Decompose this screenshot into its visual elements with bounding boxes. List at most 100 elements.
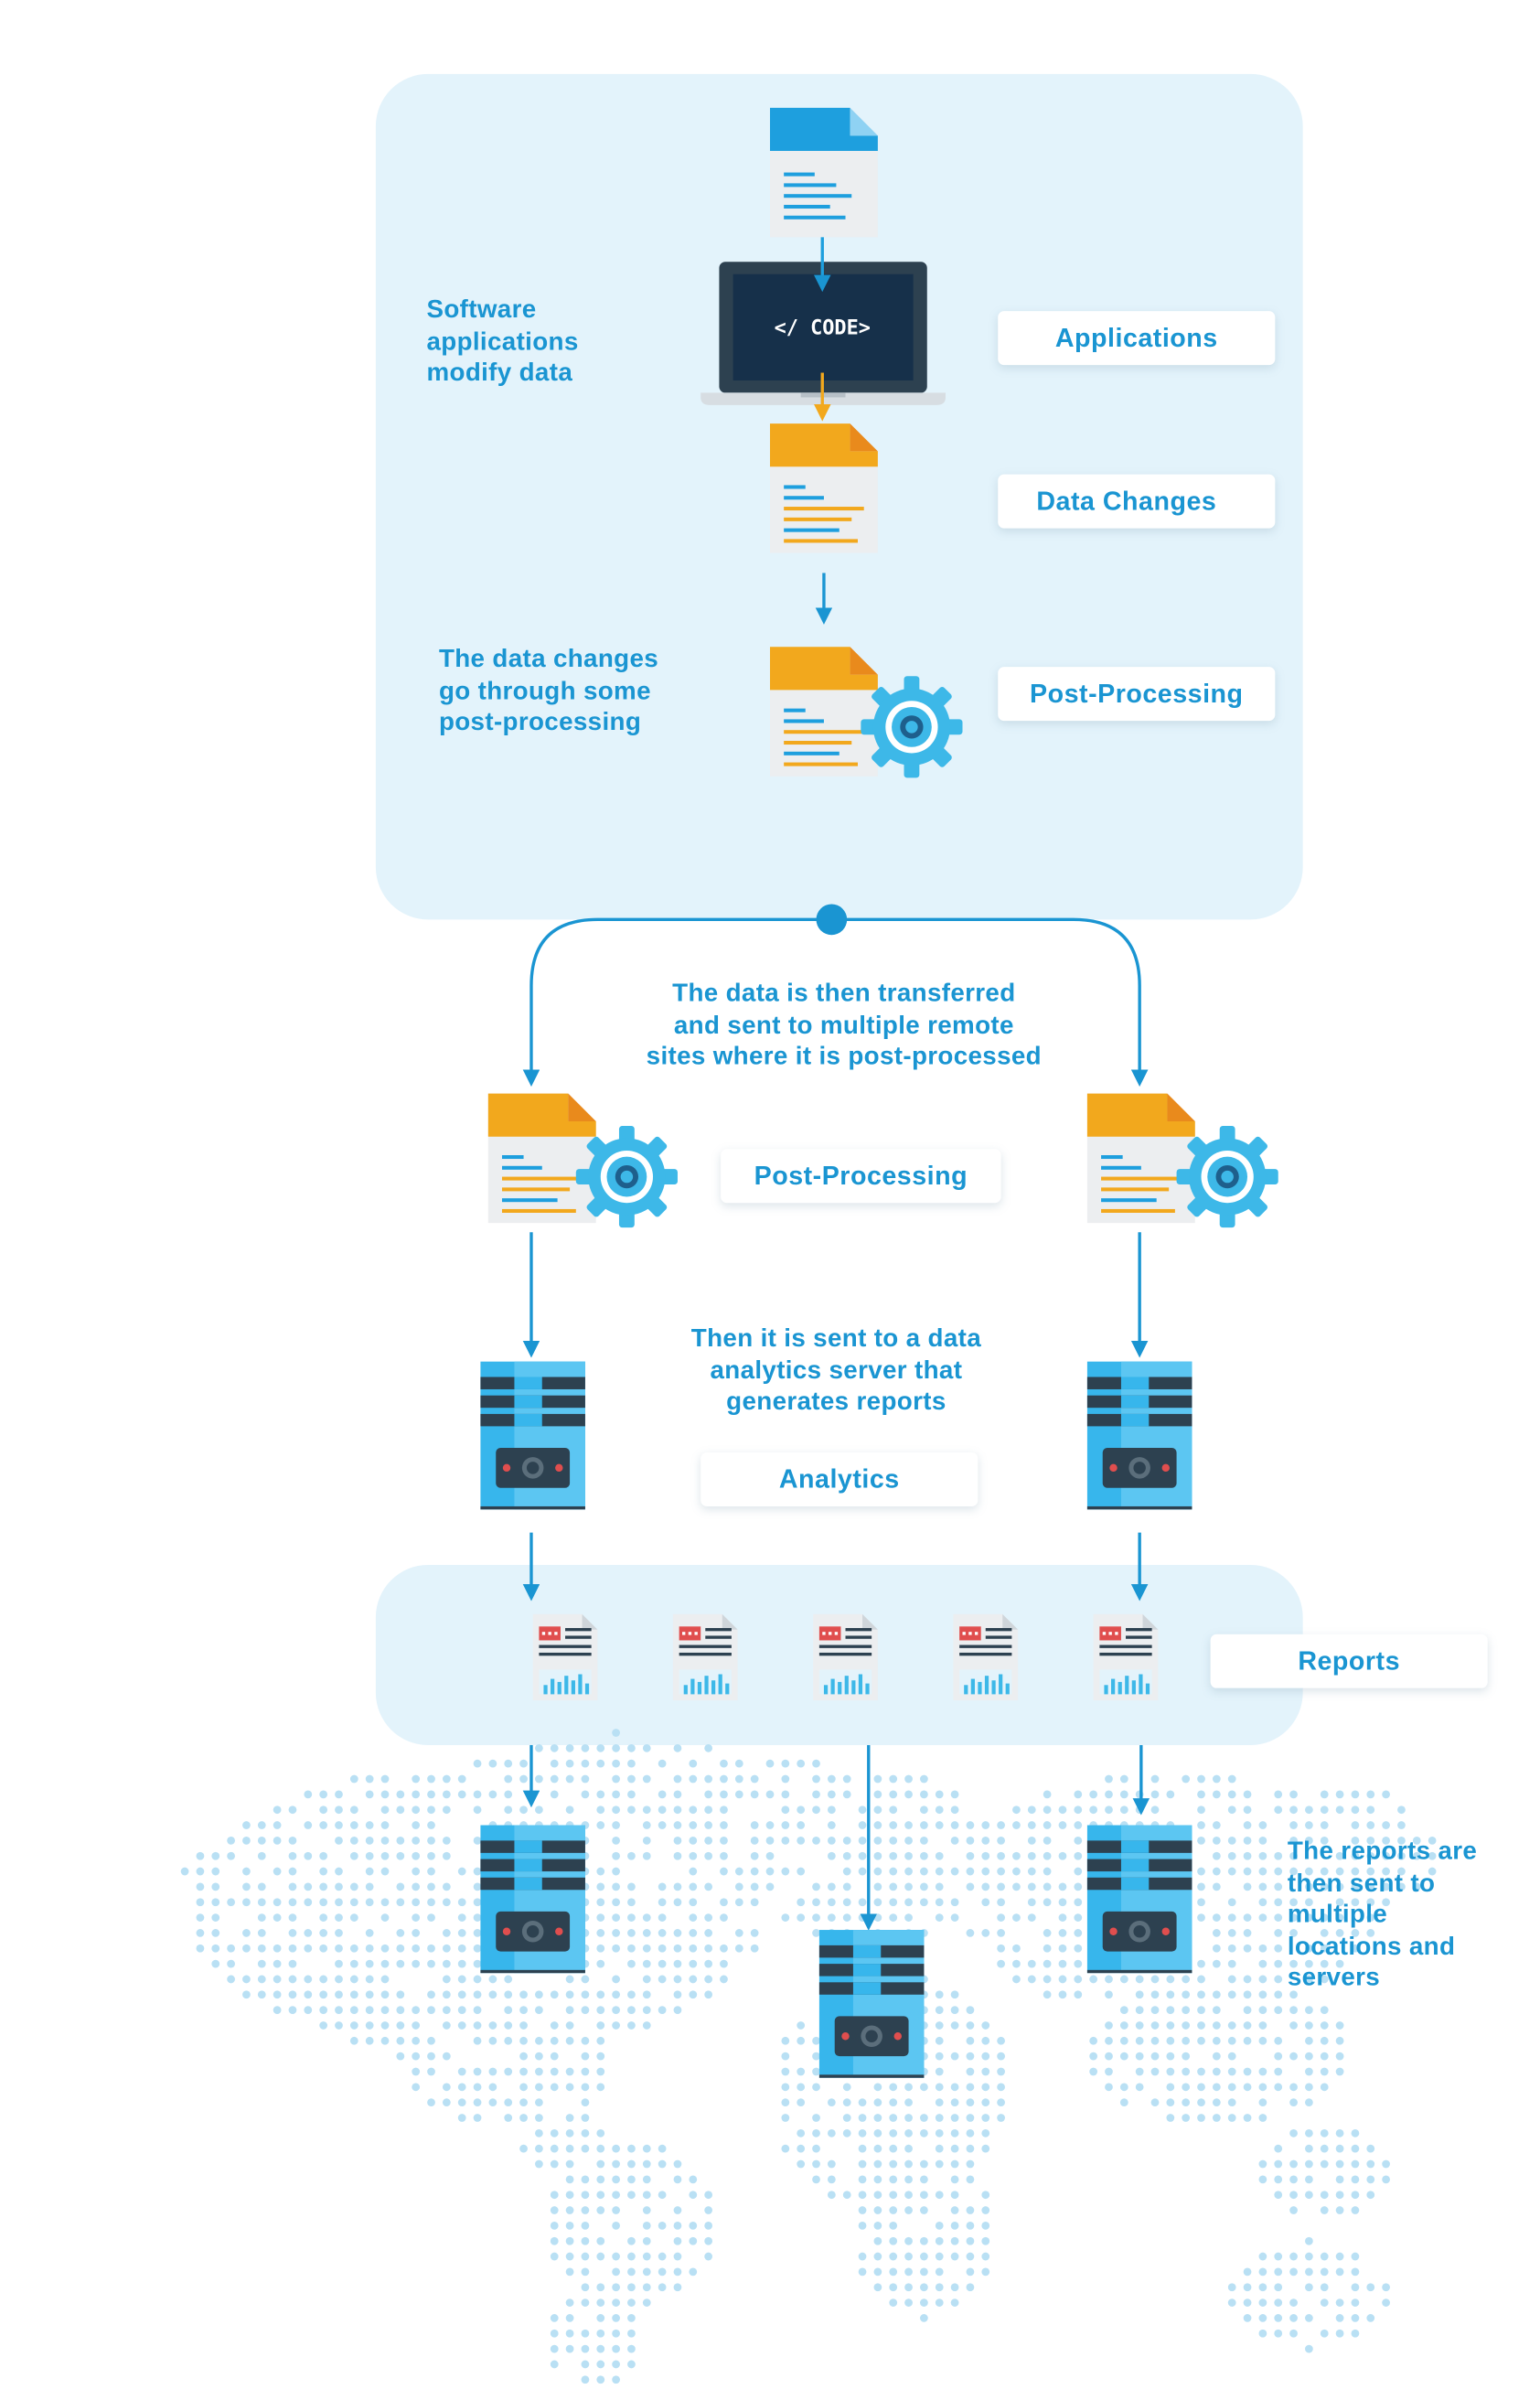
map-dot xyxy=(535,1990,543,1999)
map-dot xyxy=(673,2222,682,2230)
map-dot xyxy=(581,2222,590,2230)
map-dot xyxy=(873,2144,882,2153)
map-dot xyxy=(319,1867,328,1876)
map-dot xyxy=(596,1867,605,1876)
map-dot xyxy=(581,1990,590,1999)
map-dot xyxy=(596,2191,605,2200)
map-dot xyxy=(581,2036,590,2045)
map-dot xyxy=(612,1975,620,1984)
report-document-icon xyxy=(672,1613,738,1701)
map-dot xyxy=(966,2206,975,2214)
map-dot xyxy=(612,1837,620,1845)
map-dot xyxy=(519,2067,528,2076)
map-dot xyxy=(335,2021,343,2030)
map-dot xyxy=(1366,2175,1375,2184)
map-dot xyxy=(1382,1867,1390,1876)
map-dot xyxy=(689,1929,698,1937)
map-dot xyxy=(380,1867,390,1876)
map-dot xyxy=(1058,1882,1067,1891)
map-dot xyxy=(642,2021,651,2030)
map-dot xyxy=(858,1851,867,1860)
map-dot xyxy=(535,2052,543,2061)
map-dot xyxy=(1305,2006,1313,2014)
map-dot xyxy=(981,1929,990,1937)
map-dot xyxy=(319,1944,328,1953)
map-dot xyxy=(596,2375,605,2384)
map-dot xyxy=(304,1882,313,1891)
map-dot xyxy=(797,2098,806,2107)
map-dot xyxy=(673,1990,682,1999)
map-dot xyxy=(304,1898,313,1907)
map-dot xyxy=(981,2067,990,2076)
map-dot xyxy=(734,1944,743,1953)
map-dot xyxy=(565,2067,574,2076)
map-dot xyxy=(473,1929,482,1937)
map-dot xyxy=(396,1898,405,1907)
map-dot xyxy=(1305,1913,1313,1922)
map-dot xyxy=(273,1898,282,1907)
map-dot xyxy=(396,1882,405,1891)
map-dot xyxy=(1274,1990,1283,1999)
map-dot xyxy=(612,2252,620,2261)
map-dot xyxy=(1320,1790,1329,1799)
map-dot xyxy=(565,2314,574,2322)
map-dot xyxy=(596,2298,605,2307)
map-dot xyxy=(1258,2036,1267,2045)
map-dot xyxy=(1212,1867,1221,1876)
map-dot xyxy=(227,1837,235,1845)
map-dot xyxy=(904,2159,913,2169)
map-dot xyxy=(966,1837,975,1845)
map-dot xyxy=(535,2067,543,2076)
map-dot xyxy=(812,1759,820,1768)
map-dot xyxy=(904,1898,913,1907)
map-dot xyxy=(412,1837,421,1845)
map-dot xyxy=(935,1805,944,1815)
map-dot xyxy=(211,1913,220,1922)
map-dot xyxy=(935,2036,944,2045)
map-dot xyxy=(1320,2283,1329,2292)
map-dot xyxy=(658,2267,667,2277)
map-dot xyxy=(1258,2298,1267,2307)
map-dot xyxy=(1335,2052,1344,2061)
map-dot xyxy=(273,1990,282,1999)
map-dot xyxy=(242,1837,251,1845)
map-dot xyxy=(1212,1990,1221,1999)
map-dot xyxy=(873,2222,882,2230)
map-dot xyxy=(1397,1821,1406,1829)
map-dot xyxy=(1212,1837,1221,1845)
map-dot xyxy=(858,2252,867,2261)
map-dot xyxy=(997,2083,1005,2092)
map-dot xyxy=(457,1929,466,1937)
map-dot xyxy=(550,2360,559,2369)
map-dot xyxy=(257,1851,266,1860)
map-dot xyxy=(1150,1975,1160,1984)
map-dot xyxy=(673,2006,682,2014)
map-dot xyxy=(1135,2067,1144,2076)
map-dot xyxy=(842,1898,851,1907)
map-dot xyxy=(1366,1821,1375,1829)
map-dot xyxy=(812,2036,820,2045)
map-dot xyxy=(349,1837,358,1845)
map-dot xyxy=(612,1729,620,1737)
map-dot xyxy=(1012,1975,1021,1984)
map-dot xyxy=(689,1759,698,1768)
map-dot xyxy=(1382,1882,1390,1891)
map-dot xyxy=(1335,2159,1344,2169)
map-dot xyxy=(565,2267,574,2277)
map-dot xyxy=(812,1929,820,1937)
map-dot xyxy=(673,2283,682,2292)
map-dot xyxy=(720,1959,728,1968)
map-dot xyxy=(550,2144,559,2153)
map-dot xyxy=(935,1867,944,1876)
map-dot xyxy=(1089,1805,1098,1815)
map-dot xyxy=(873,1851,882,1860)
map-dot xyxy=(966,2067,975,2076)
map-dot xyxy=(488,2021,497,2030)
map-dot xyxy=(920,2283,928,2292)
map-dot xyxy=(211,1851,220,1860)
map-dot xyxy=(935,2252,944,2261)
map-dot xyxy=(1428,1837,1437,1845)
map-dot xyxy=(1089,1975,1098,1984)
map-dot xyxy=(1243,1805,1252,1815)
